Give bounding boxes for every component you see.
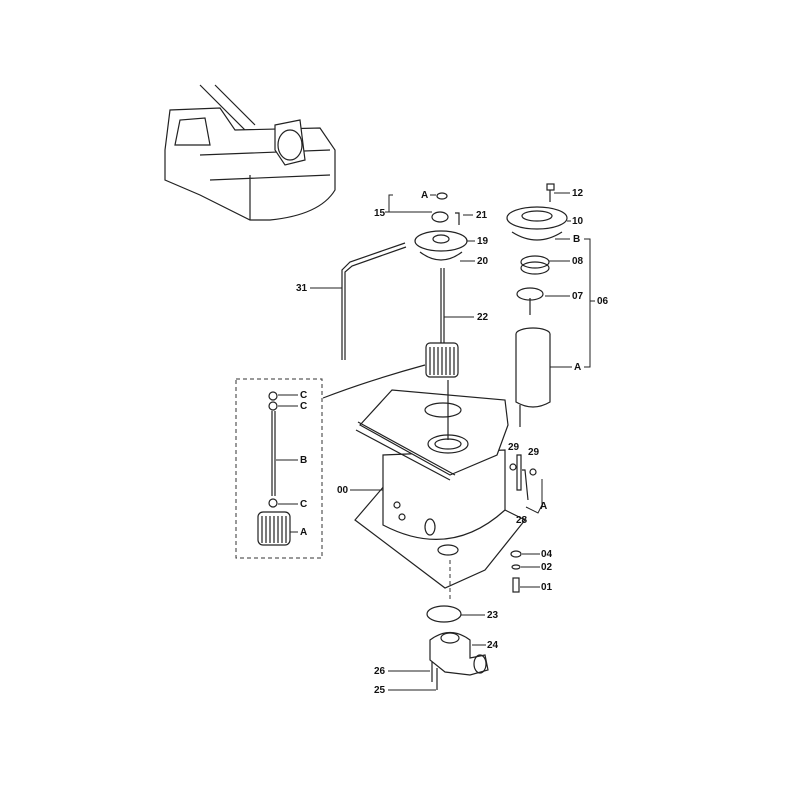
label-22: 22 bbox=[477, 312, 489, 323]
label-04: 04 bbox=[541, 549, 553, 560]
label-10: 10 bbox=[572, 216, 584, 227]
label-top-a: A bbox=[421, 190, 428, 201]
label-inset-b: B bbox=[300, 455, 307, 466]
label-28: 28 bbox=[516, 515, 528, 526]
suction-flange-24 bbox=[429, 631, 489, 676]
pipe-31 bbox=[341, 242, 406, 360]
label-inset-c1: C bbox=[300, 390, 307, 401]
label-29b: 29 bbox=[528, 447, 540, 458]
label-06: 06 bbox=[597, 296, 609, 307]
label-06-a: A bbox=[574, 362, 581, 373]
label-31: 31 bbox=[296, 283, 308, 294]
label-28-a: A bbox=[540, 501, 547, 512]
label-23: 23 bbox=[487, 610, 499, 621]
label-inset-c3: C bbox=[300, 499, 307, 510]
label-00: 00 bbox=[337, 485, 349, 496]
inset-suction-strainer bbox=[235, 378, 323, 559]
label-inset-a: A bbox=[300, 527, 307, 538]
label-29a: 29 bbox=[508, 442, 520, 453]
label-08: 08 bbox=[572, 256, 584, 267]
label-inset-c2: C bbox=[300, 401, 307, 412]
label-07: 07 bbox=[572, 291, 584, 302]
label-26: 26 bbox=[374, 666, 386, 677]
gasket-23 bbox=[426, 605, 462, 623]
label-21: 21 bbox=[476, 210, 488, 221]
label-19: 19 bbox=[477, 236, 489, 247]
label-06-b: B bbox=[573, 234, 580, 245]
hydraulic-tank bbox=[354, 380, 537, 600]
excavator-location-thumbnail bbox=[164, 84, 336, 221]
leader-lines bbox=[276, 192, 595, 691]
label-20: 20 bbox=[477, 256, 489, 267]
suction-cover-assembly bbox=[414, 192, 468, 378]
label-15: 15 bbox=[374, 208, 386, 219]
label-01: 01 bbox=[541, 582, 553, 593]
label-12: 12 bbox=[572, 188, 584, 199]
label-24: 24 bbox=[487, 640, 499, 651]
return-filter-assembly bbox=[506, 183, 568, 408]
label-25: 25 bbox=[374, 685, 386, 696]
label-02: 02 bbox=[541, 562, 553, 573]
leader-inset bbox=[322, 364, 426, 399]
